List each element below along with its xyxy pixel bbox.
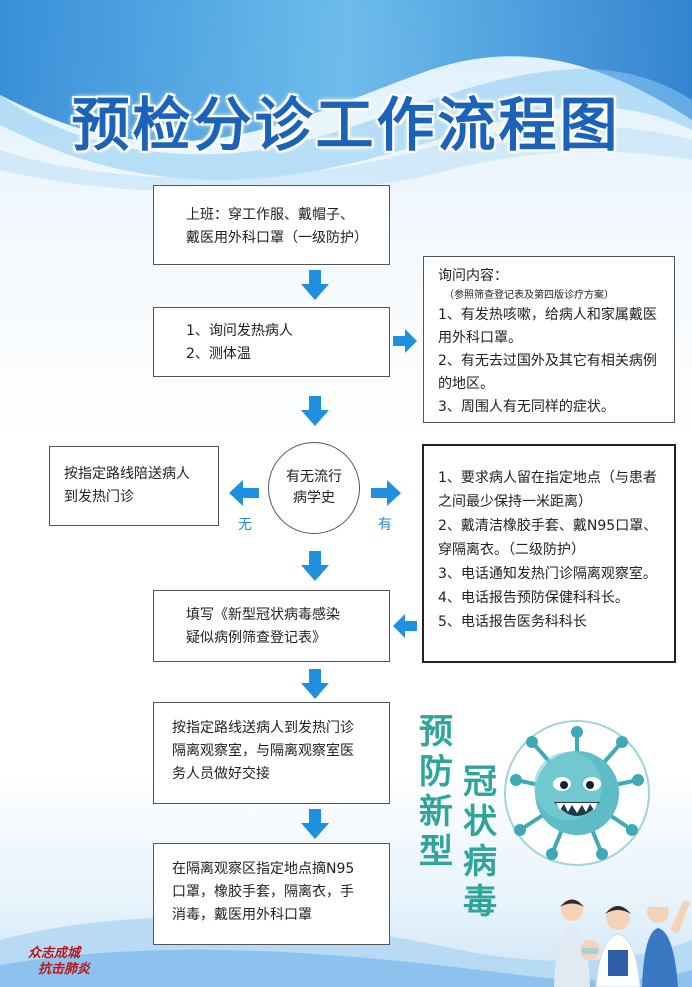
escort-box: 按指定路线送病人到发热门诊 隔离观察室，与隔离观察室医 务人员做好交接 bbox=[153, 702, 390, 804]
inquiry-note: （参照筛查登记表及第四版诊疗方案） bbox=[444, 290, 614, 301]
escort-line-1: 按指定路线送病人到发热门诊 bbox=[172, 720, 354, 736]
brand-line-2: 抗击肺炎 bbox=[38, 962, 91, 977]
yes-label: 有 bbox=[378, 517, 392, 533]
arrow-down-icon bbox=[301, 551, 329, 581]
inquiry-content-box: 询问内容： （参照筛查登记表及第四版诊疗方案） 1、有发热咳嗽，给病人和家属戴医… bbox=[423, 256, 675, 423]
yes-action-line-1: 1、要求病人留在指定地点（与患者 bbox=[438, 470, 657, 486]
slogan-char: 预 bbox=[419, 712, 453, 752]
start-shift-box: 上班：穿工作服、戴帽子、 戴医用外科口罩（一级防护） bbox=[153, 185, 390, 265]
brand-logo: 众志成城 抗击肺炎 bbox=[28, 946, 128, 986]
inquiry-heading: 询问内容： bbox=[438, 268, 508, 284]
ask-fever-line-1: 1、询问发热病人 bbox=[186, 323, 293, 339]
fill-form-line-1: 填写《新型冠状病毒感染 bbox=[186, 607, 340, 623]
ask-fever-box: 1、询问发热病人 2、测体温 bbox=[153, 307, 390, 377]
fill-form-box: 填写《新型冠状病毒感染 疑似病例筛查登记表》 bbox=[153, 590, 390, 662]
decision-line-1: 有无流行 bbox=[286, 469, 342, 485]
start-shift-line-1: 上班：穿工作服、戴帽子、 bbox=[186, 207, 354, 223]
no-label: 无 bbox=[238, 517, 252, 533]
arrow-left-icon bbox=[393, 614, 417, 638]
slogan-char: 冠 bbox=[463, 762, 497, 802]
isolation-line-2: 口罩，橡胶手套，隔离衣，手 bbox=[172, 884, 354, 900]
yes-actions-box: 1、要求病人留在指定地点（与患者 之间最少保持一米距离） 2、戴清洁橡胶手套、戴… bbox=[422, 444, 676, 663]
arrow-down-icon bbox=[301, 396, 329, 426]
no-branch-line-2: 到发热门诊 bbox=[64, 489, 134, 505]
inquiry-line-3: 2、有无去过国外及其它有相关病例 bbox=[438, 353, 657, 369]
start-shift-line-2: 戴医用外科口罩（一级防护） bbox=[186, 230, 368, 246]
inquiry-line-1: 1、有发热咳嗽，给病人和家属戴医 bbox=[438, 307, 657, 323]
slogan-column-2: 冠 状 病 毒 bbox=[460, 762, 500, 922]
slogan-char: 毒 bbox=[463, 882, 497, 922]
virus-icon bbox=[504, 720, 650, 866]
yes-action-line-4: 穿隔离衣。（二级防护） bbox=[438, 542, 585, 558]
page-title: 预检分诊工作流程图 bbox=[71, 91, 621, 159]
escort-line-3: 务人员做好交接 bbox=[172, 766, 270, 782]
slogan-char: 新 bbox=[419, 792, 453, 832]
inquiry-line-5: 3、周围人有无同样的症状。 bbox=[438, 399, 615, 415]
arrow-down-icon bbox=[301, 270, 329, 300]
slogan-char: 型 bbox=[419, 832, 453, 872]
slogan-char: 状 bbox=[463, 802, 497, 842]
header-wave-background bbox=[0, 0, 692, 190]
fill-form-line-2: 疑似病例筛查登记表》 bbox=[186, 630, 326, 646]
epidemiology-history-decision: 有无流行 病学史 bbox=[268, 442, 360, 534]
arrow-right-icon bbox=[371, 480, 401, 506]
yes-action-line-2: 之间最少保持一米距离） bbox=[438, 494, 592, 510]
slogan-char: 防 bbox=[419, 752, 453, 792]
yes-action-line-3: 2、戴清洁橡胶手套、戴N95口罩、 bbox=[438, 518, 658, 534]
arrow-down-icon bbox=[301, 809, 329, 839]
yes-action-line-7: 5、电话报告医务科科长 bbox=[438, 614, 587, 630]
arrow-down-icon bbox=[301, 669, 329, 699]
no-branch-line-1: 按指定路线陪送病人 bbox=[64, 466, 190, 482]
decision-line-2: 病学史 bbox=[293, 490, 335, 506]
arrow-left-icon bbox=[229, 480, 259, 506]
arrow-right-icon bbox=[393, 329, 417, 353]
inquiry-line-4: 的地区。 bbox=[438, 376, 494, 392]
slogan-column-1: 预 防 新 型 bbox=[416, 712, 456, 872]
yes-action-line-6: 4、电话报告预防保健科科长。 bbox=[438, 590, 629, 606]
inquiry-line-2: 用外科口罩。 bbox=[438, 330, 522, 346]
isolation-line-3: 消毒，戴医用外科口罩 bbox=[172, 907, 312, 923]
isolation-line-1: 在隔离观察区指定地点摘N95 bbox=[172, 861, 355, 877]
brand-line-1: 众志成城 bbox=[28, 946, 81, 961]
no-branch-box: 按指定路线陪送病人 到发热门诊 bbox=[49, 446, 219, 526]
isolation-box: 在隔离观察区指定地点摘N95 口罩，橡胶手套，隔离衣，手 消毒，戴医用外科口罩 bbox=[153, 843, 390, 945]
medical-staff-illustration bbox=[554, 899, 690, 987]
slogan-char: 病 bbox=[463, 842, 497, 882]
escort-line-2: 隔离观察室，与隔离观察室医 bbox=[172, 743, 354, 759]
yes-action-line-5: 3、电话通知发热门诊隔离观察室。 bbox=[438, 566, 657, 582]
ask-fever-line-2: 2、测体温 bbox=[186, 346, 251, 362]
